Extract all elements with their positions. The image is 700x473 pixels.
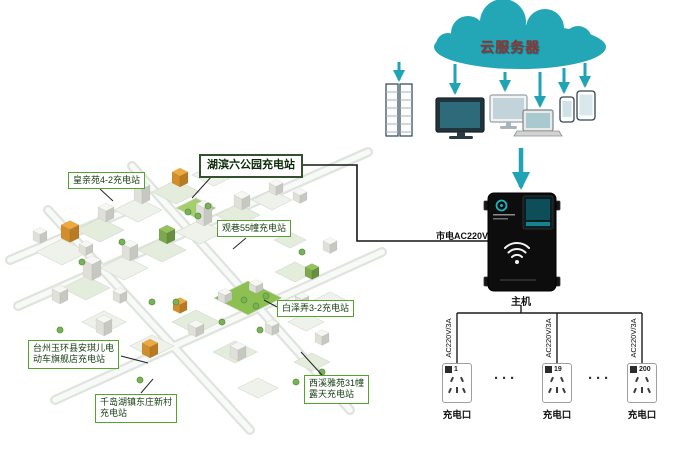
wifi-icon <box>504 242 530 264</box>
mains-connector-line <box>302 164 488 242</box>
wire-voltage-label: AC220V/3A <box>629 318 638 358</box>
socket-holes-icon <box>543 375 571 399</box>
phone-icon <box>559 96 575 123</box>
station-label-guanxiang: 观巷55幢充电站 <box>217 220 292 238</box>
qr-code-icon <box>445 366 452 373</box>
charging-outlet: 1 <box>442 363 472 403</box>
leader-lines <box>99 175 323 394</box>
wire-voltage-label: AC220V/3A <box>544 318 553 358</box>
monitor-icon <box>489 94 528 129</box>
qr-code-icon <box>630 366 637 373</box>
ellipsis: ··· <box>588 370 612 387</box>
socket-holes-icon <box>628 375 656 399</box>
charging-host-unit <box>483 192 561 292</box>
network-arrows <box>393 62 591 190</box>
host-label: 主机 <box>511 297 531 308</box>
cloud-icon <box>434 0 606 69</box>
outlet-label: 充电口 <box>542 410 572 421</box>
outlet-number: 1 <box>454 366 458 373</box>
qr-code-icon <box>545 366 552 373</box>
station-label-baizelong: 白泽弄3-2充电站 <box>277 300 355 318</box>
desktop-monitor-icon <box>435 97 485 139</box>
cloud-server-label: 云服务器 <box>480 39 540 55</box>
outlet-wires <box>456 305 643 363</box>
wire-voltage-label: AC220V/3A <box>444 318 453 358</box>
charging-outlet: 200 <box>627 363 657 403</box>
tablet-icon <box>576 90 596 121</box>
ellipsis: ··· <box>494 370 518 387</box>
outlet-label: 充电口 <box>442 410 472 421</box>
station-label-qiandaohu: 千岛湖镇东庄新村 充电站 <box>95 394 178 423</box>
station-label-xixi-yayuan: 西溪雅苑31幢 露天充电站 <box>304 375 370 404</box>
charging-outlet: 19 <box>542 363 572 403</box>
socket-holes-icon <box>443 375 471 399</box>
outlet-number: 200 <box>639 366 651 373</box>
station-label-hubin-park: 湖滨六公园充电站 <box>199 154 303 178</box>
station-label-taizhou-store: 台州玉环县安琪儿电 动车旗舰店充电站 <box>28 340 120 369</box>
outlet-label: 充电口 <box>627 410 657 421</box>
server-rack-icon <box>385 83 413 137</box>
station-label-huangqinyuan: 皇亲苑4-2充电站 <box>68 172 146 190</box>
city-map <box>5 147 387 435</box>
mains-power-label: 市电AC220V <box>436 231 489 241</box>
laptop-icon <box>513 109 563 137</box>
brand-logo-icon <box>495 199 508 212</box>
outlet-number: 19 <box>554 366 562 373</box>
